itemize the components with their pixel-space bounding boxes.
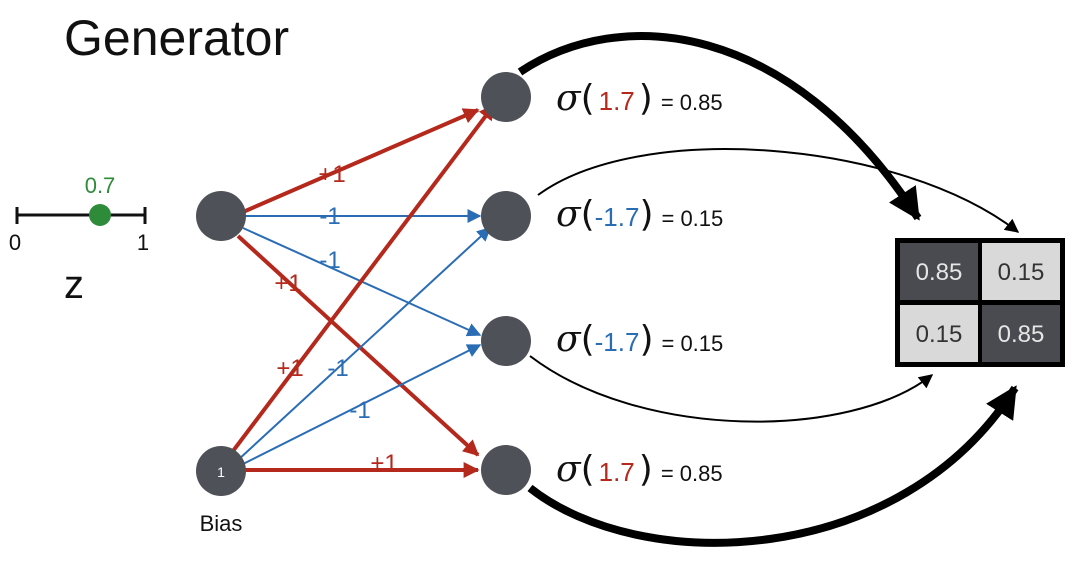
grid-cell-top-right [982,243,1060,300]
diagram-title: Generator [64,10,289,66]
close-paren: ) [639,449,653,490]
grid-value-top-right: 0.15 [998,259,1045,286]
activation-3-input: -1.7 [595,327,640,357]
close-paren: ) [639,319,653,360]
hidden-node-4 [481,445,531,495]
edge-z-h4 [236,234,480,457]
output-grid: 0.85 0.15 0.15 0.85 [895,238,1065,367]
edge-bias-h2 [237,227,492,461]
slider-knob [89,204,111,226]
bias-node: 1 Bias [196,446,246,536]
activation-1-text: σ(1.7) = 0.85 [556,78,723,119]
edge-bias-h1 [228,103,496,457]
weight-bias-h2: -1 [327,355,348,382]
weight-bias-h4: +1 [370,450,397,477]
input-edges [228,103,496,478]
close-paren: ) [639,194,653,235]
hidden-node-3 [481,316,531,366]
activation-1-result: = 0.85 [661,90,723,115]
activation-2: σ(-1.7) = 0.15 [556,194,723,235]
weight-z-h2: -1 [319,203,340,230]
open-paren: ( [581,78,595,119]
grid-cell-bottom-left [900,305,978,362]
edge-h4-cell-br [527,385,1019,547]
input-node-z [196,191,246,241]
hidden-node-2 [481,191,531,241]
activation-4-text: σ(1.7) = 0.85 [556,449,723,490]
open-paren: ( [581,319,595,360]
edge-h3-cell-bl [529,355,934,423]
edge-bias-h3 [242,344,482,465]
grid-value-bottom-left: 0.15 [916,321,963,348]
activation-2-input: -1.7 [595,202,640,232]
grid-value-top-left: 0.85 [916,259,963,286]
slider-min-label: 0 [9,230,21,255]
activation-2-result: = 0.15 [661,206,723,231]
bias-node-circle [196,446,246,496]
grid-cell-top-left [900,243,978,300]
sigma-symbol: σ [556,194,582,235]
hidden-node-1 [481,72,531,122]
activation-1-input: 1.7 [599,86,635,116]
activation-2-text: σ(-1.7) = 0.15 [556,194,723,235]
weight-z-h4: +1 [274,270,301,297]
weight-bias-h3: -1 [349,397,370,424]
sigma-symbol: σ [556,319,582,360]
slider-variable-label: z [64,263,84,307]
open-paren: ( [581,449,595,490]
weight-z-h1: +1 [318,161,345,188]
edge-weight-labels: +1 -1 -1 +1 +1 -1 -1 +1 [274,161,397,477]
activation-4: σ(1.7) = 0.85 [556,449,723,490]
activation-1: σ(1.7) = 0.85 [556,78,723,119]
slider-value-label: 0.7 [85,173,116,198]
edge-h2-cell-tr [537,148,1020,233]
grid-cell-bottom-right [982,305,1060,362]
activation-3-text: σ(-1.7) = 0.15 [556,319,723,360]
z-slider: 0.7 0 1 z [9,173,149,307]
slider-max-label: 1 [137,230,149,255]
activation-3: σ(-1.7) = 0.15 [556,319,723,360]
bias-node-inner-label: 1 [217,464,225,480]
sigma-symbol: σ [556,449,582,490]
open-paren: ( [581,194,595,235]
output-edges [517,32,1020,547]
edge-z-h1 [242,108,480,214]
weight-bias-h1: +1 [276,355,303,382]
hidden-nodes [481,72,531,495]
edge-h1-cell-tl [517,32,922,221]
weight-z-h3: -1 [319,247,340,274]
grid-value-bottom-right: 0.85 [998,321,1045,348]
activation-3-result: = 0.15 [661,331,723,356]
bias-caption: Bias [200,511,243,536]
activation-4-result: = 0.85 [661,461,723,486]
activation-4-input: 1.7 [599,457,635,487]
close-paren: ) [639,78,653,119]
sigma-symbol: σ [556,78,582,119]
